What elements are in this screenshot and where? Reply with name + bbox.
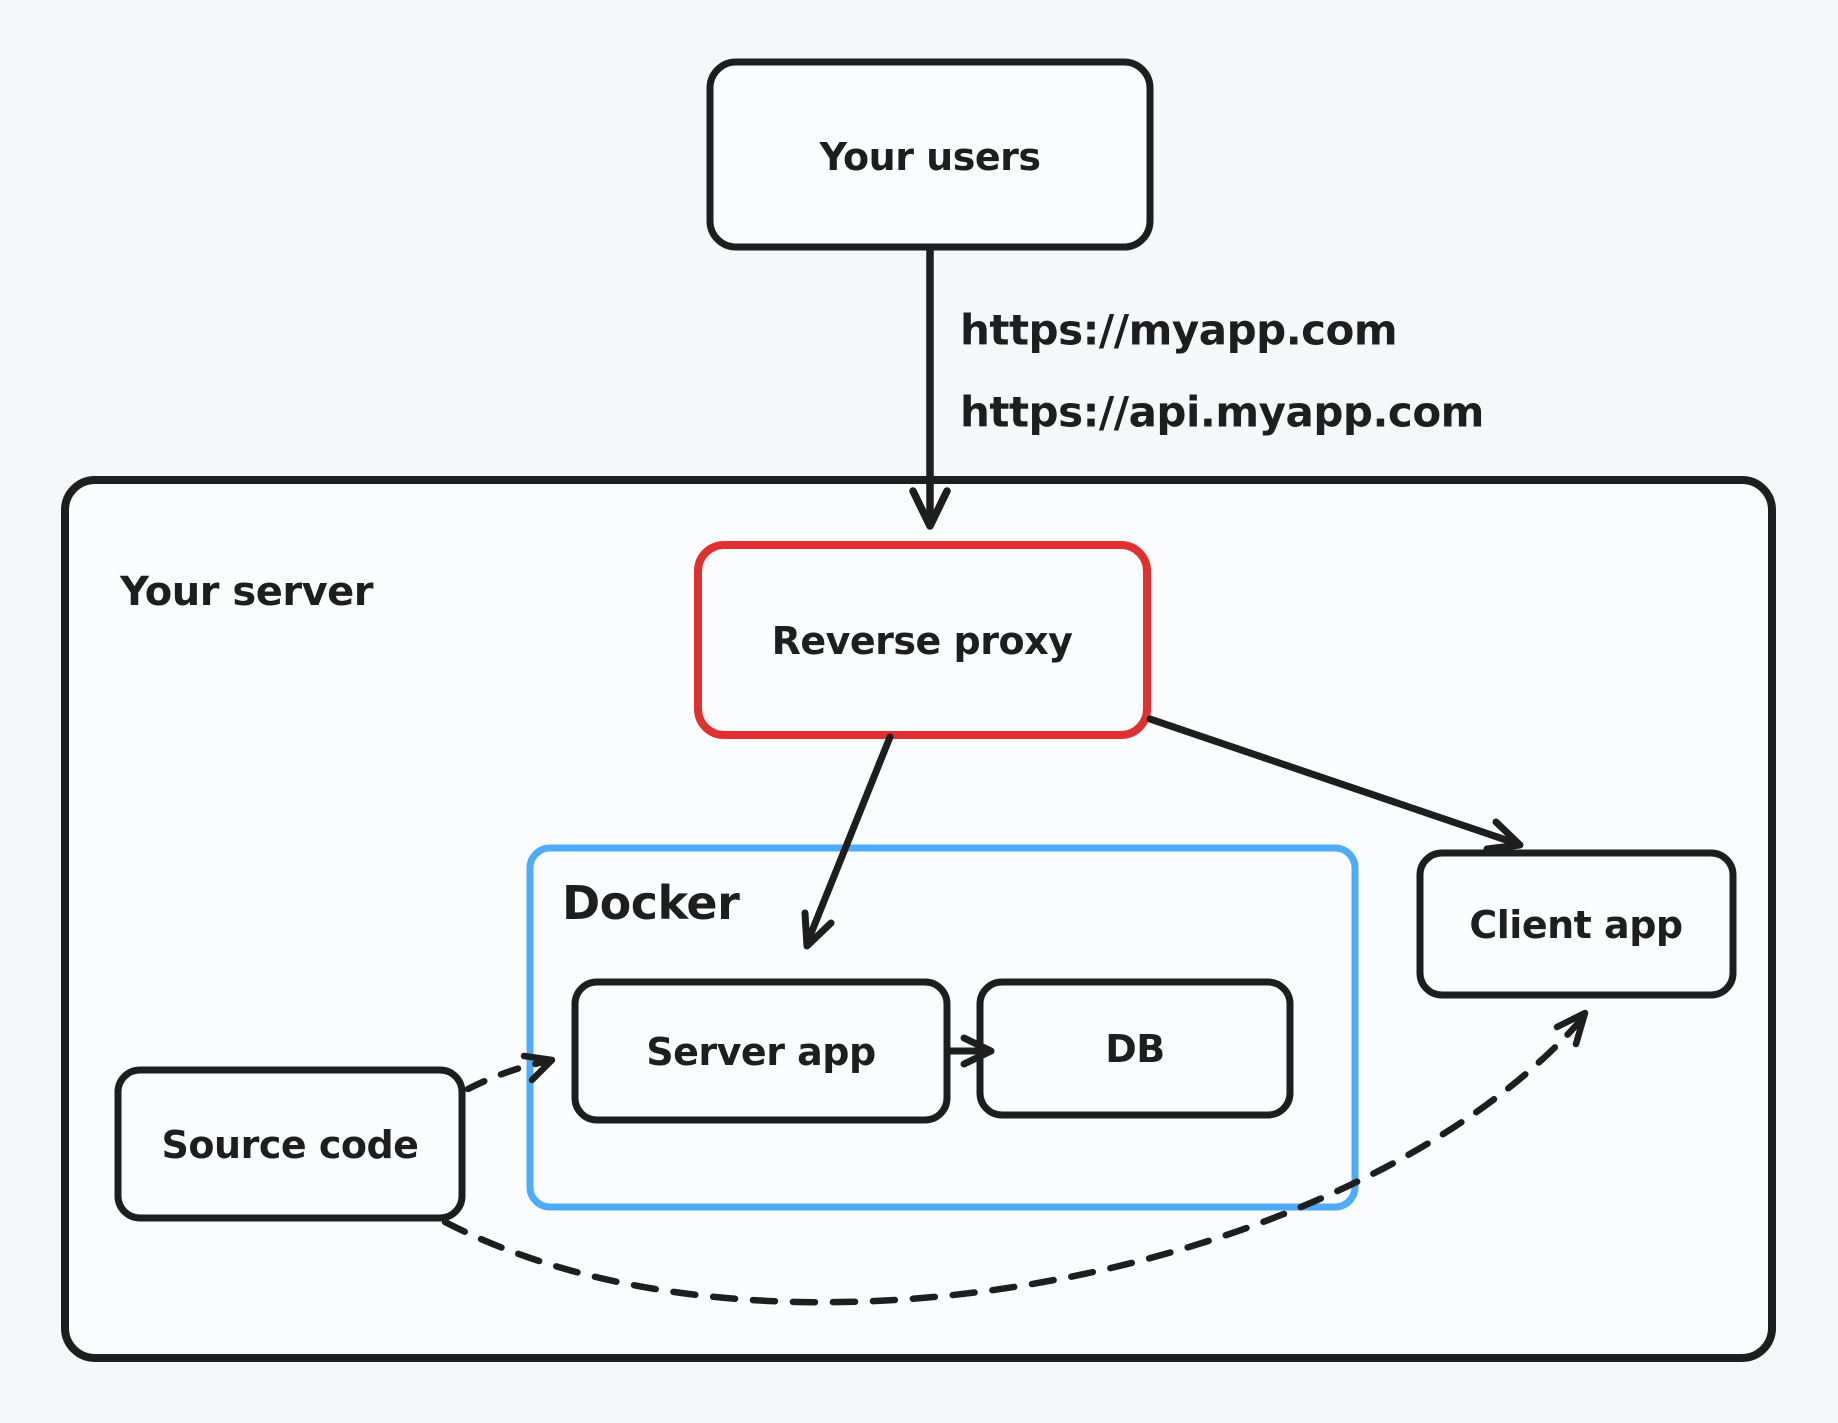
arrow-proxy-to-client-app <box>1146 715 1519 847</box>
reverse-proxy-box <box>694 541 1151 739</box>
url-label-myapp: https://myapp.com <box>960 306 1397 355</box>
arrow-proxy-to-server-app-head <box>801 909 835 950</box>
source-code-box <box>114 1066 466 1222</box>
client-app-box <box>1416 849 1737 999</box>
dashed-arrow-source-to-server-app-head <box>520 1052 556 1084</box>
url-label-api-myapp: https://api.myapp.com <box>960 388 1484 437</box>
dashed-arrow-source-to-client-app <box>441 1017 1584 1306</box>
dashed-arrow-source-to-client-app-head <box>1553 1009 1589 1048</box>
your-server-label: Your server <box>119 569 374 615</box>
db-label: DB <box>1105 1027 1165 1071</box>
reverse-proxy-label: Reverse proxy <box>772 619 1073 663</box>
dashed-arrow-source-to-server-app <box>464 1058 548 1093</box>
arrow-users-to-proxy-head <box>909 487 951 530</box>
server-app-label: Server app <box>646 1030 875 1074</box>
source-code-label: Source code <box>162 1123 419 1167</box>
docker-label: Docker <box>562 876 740 930</box>
arrow-proxy-to-client-app-head <box>1483 818 1524 853</box>
arrow-server-app-to-db-head <box>960 1034 995 1068</box>
client-app-label: Client app <box>1469 903 1682 947</box>
your-users-label: Your users <box>819 135 1041 179</box>
arrow-proxy-to-server-app <box>804 733 894 945</box>
